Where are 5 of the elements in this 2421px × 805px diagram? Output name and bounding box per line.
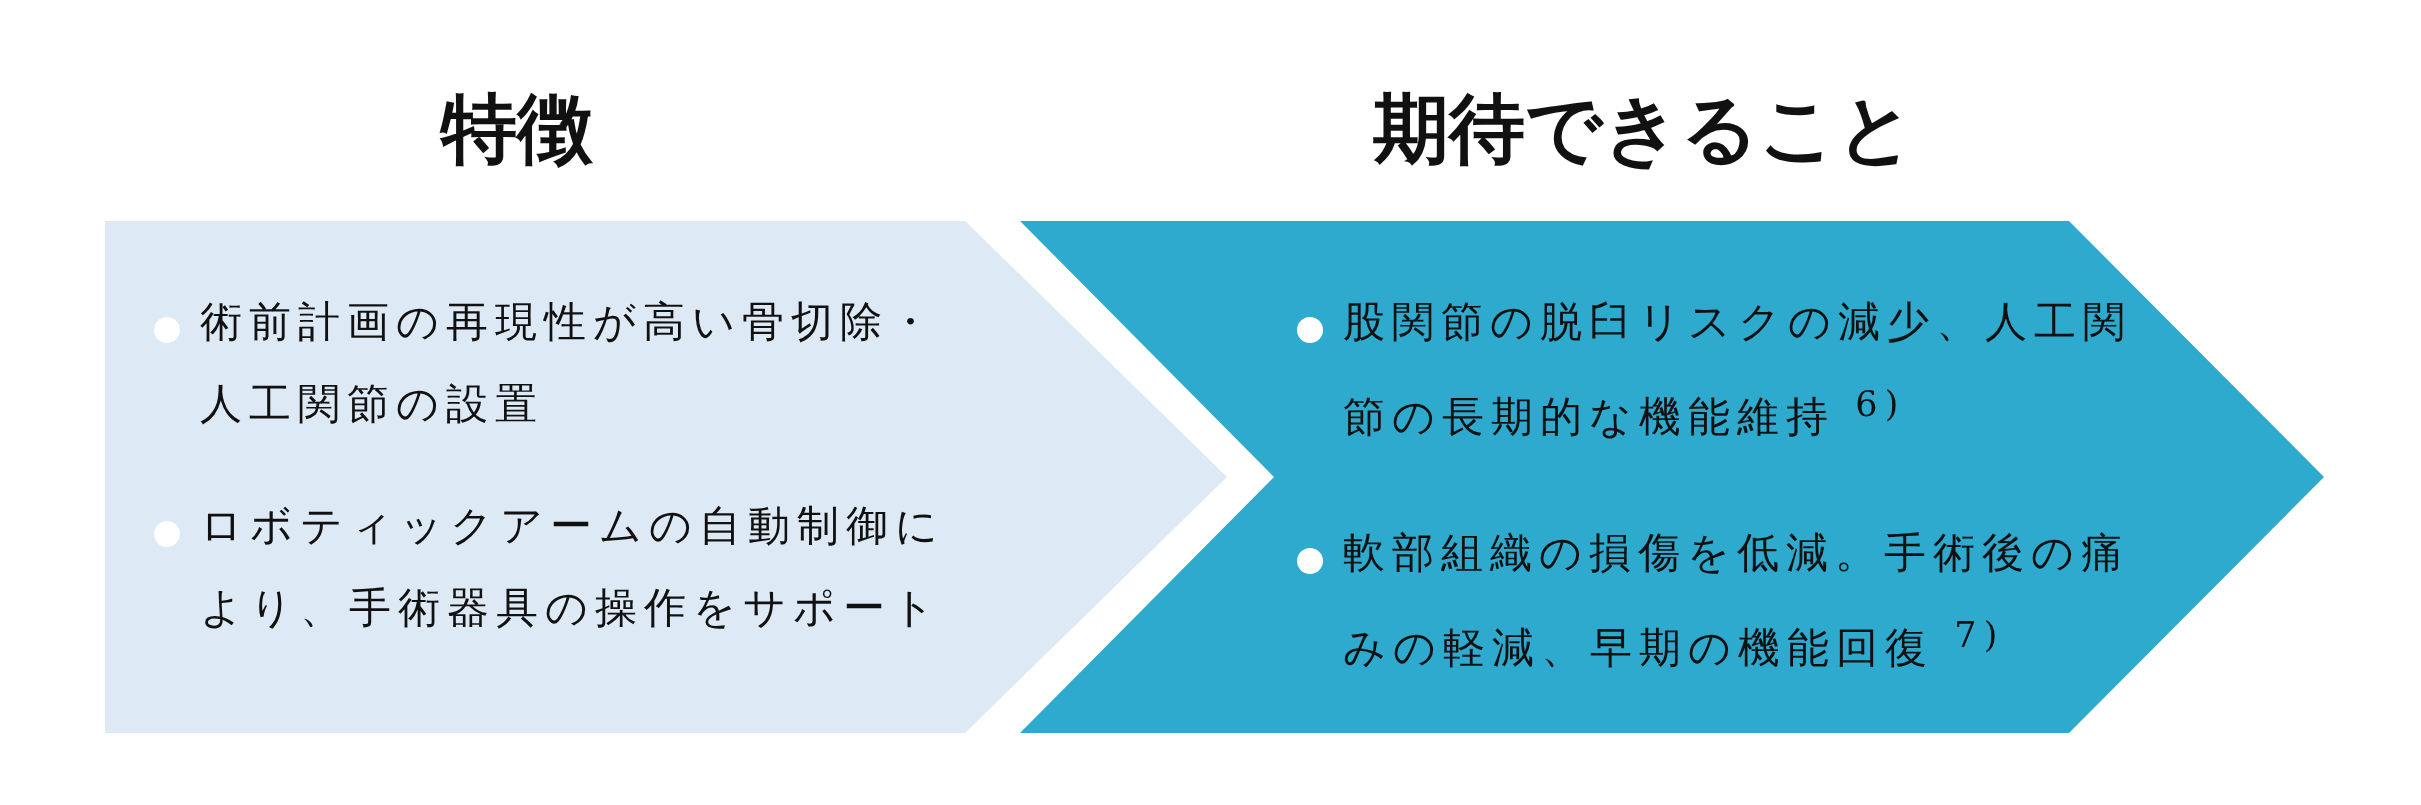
bullet-text: 股関節の脱臼リスクの減少、人工関節の長期的な機能維持 $^{6)}$: [1343, 296, 2133, 443]
section-heading: 特徴: [441, 91, 593, 167]
bullet-text: ロボティックアームの自動制御により、手術器具の操作をサポート: [200, 500, 946, 634]
bullet-text: 軟部組織の損傷を低減。手術後の痛みの軽減、早期の機能回復 $^{7)}$: [1343, 527, 2131, 674]
bullet-text: 術前計画の再現性が高い骨切除・人工関節の設置: [200, 296, 939, 430]
